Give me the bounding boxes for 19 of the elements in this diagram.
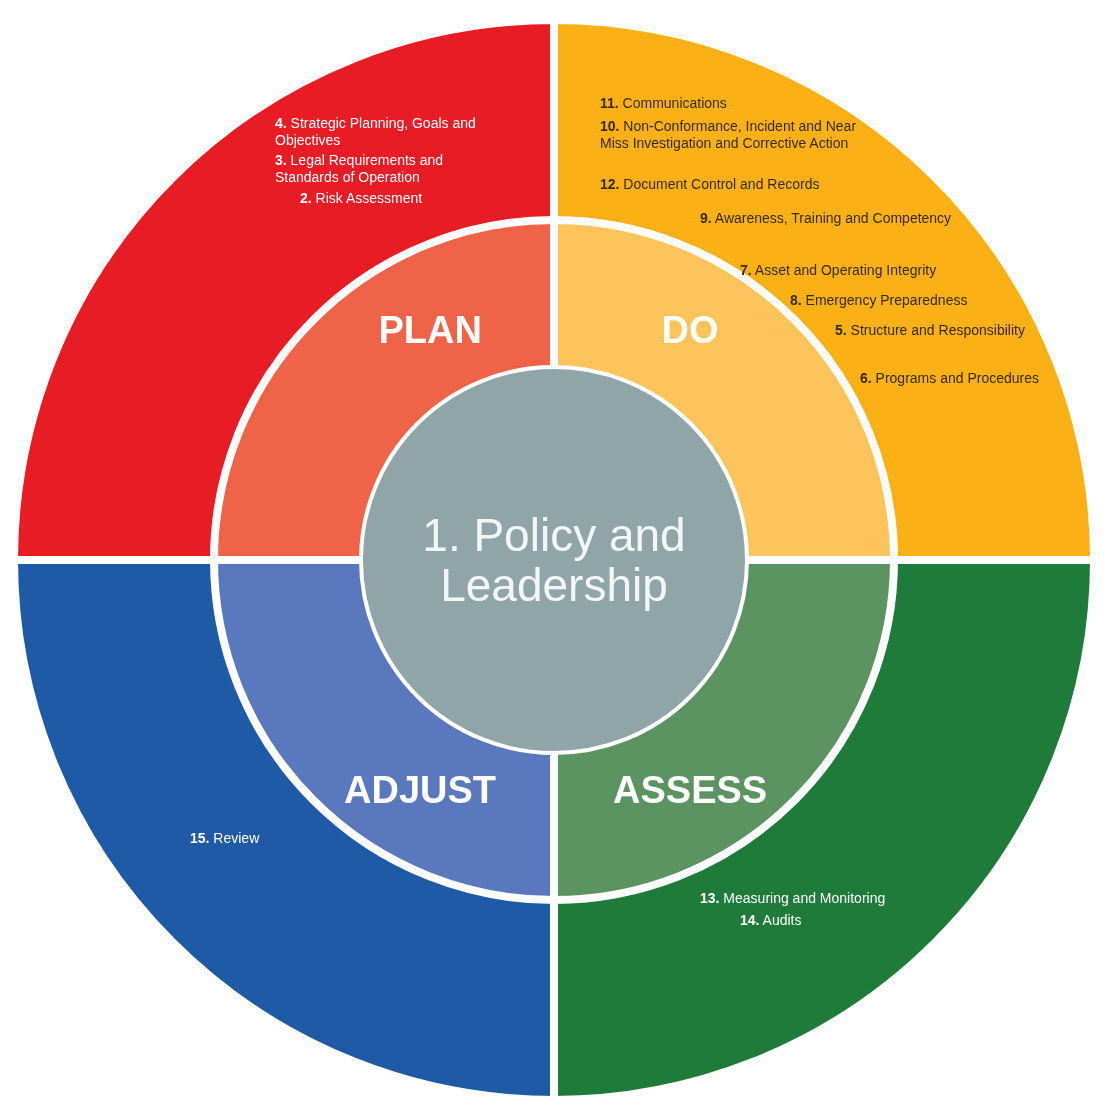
element-item: 14. Audits xyxy=(740,912,803,929)
element-item: 10. Non-Conformance, Incident and Near Miss Investigation and Corrective Action xyxy=(600,118,858,152)
phase-heading: ADJUST xyxy=(344,768,497,812)
phase-heading: DO xyxy=(661,308,719,352)
element-item: 4. Strategic Planning, Goals and Objectives xyxy=(275,115,477,149)
phase-heading: PLAN xyxy=(378,308,482,352)
element-item: 7. Asset and Operating Integrity xyxy=(740,262,938,279)
element-item: 13. Measuring and Monitoring xyxy=(700,890,887,907)
element-item: 2. Risk Assessment xyxy=(300,190,424,207)
element-item: 3. Legal Requirements and Standards of Operation xyxy=(275,152,445,186)
element-item: 5. Structure and Responsibility xyxy=(835,322,1026,339)
phase-heading: ASSESS xyxy=(613,768,768,812)
element-item: 15. Review xyxy=(190,830,261,847)
center-label: 1. Policy and Leadership xyxy=(421,510,687,610)
element-item: 11. Communications xyxy=(600,95,728,112)
element-item: 6. Programs and Procedures xyxy=(860,370,1040,387)
element-item: 8. Emergency Preparedness xyxy=(790,292,969,309)
element-item: 9. Awareness, Training and Competency xyxy=(700,210,953,227)
element-item: 12. Document Control and Records xyxy=(600,176,821,193)
